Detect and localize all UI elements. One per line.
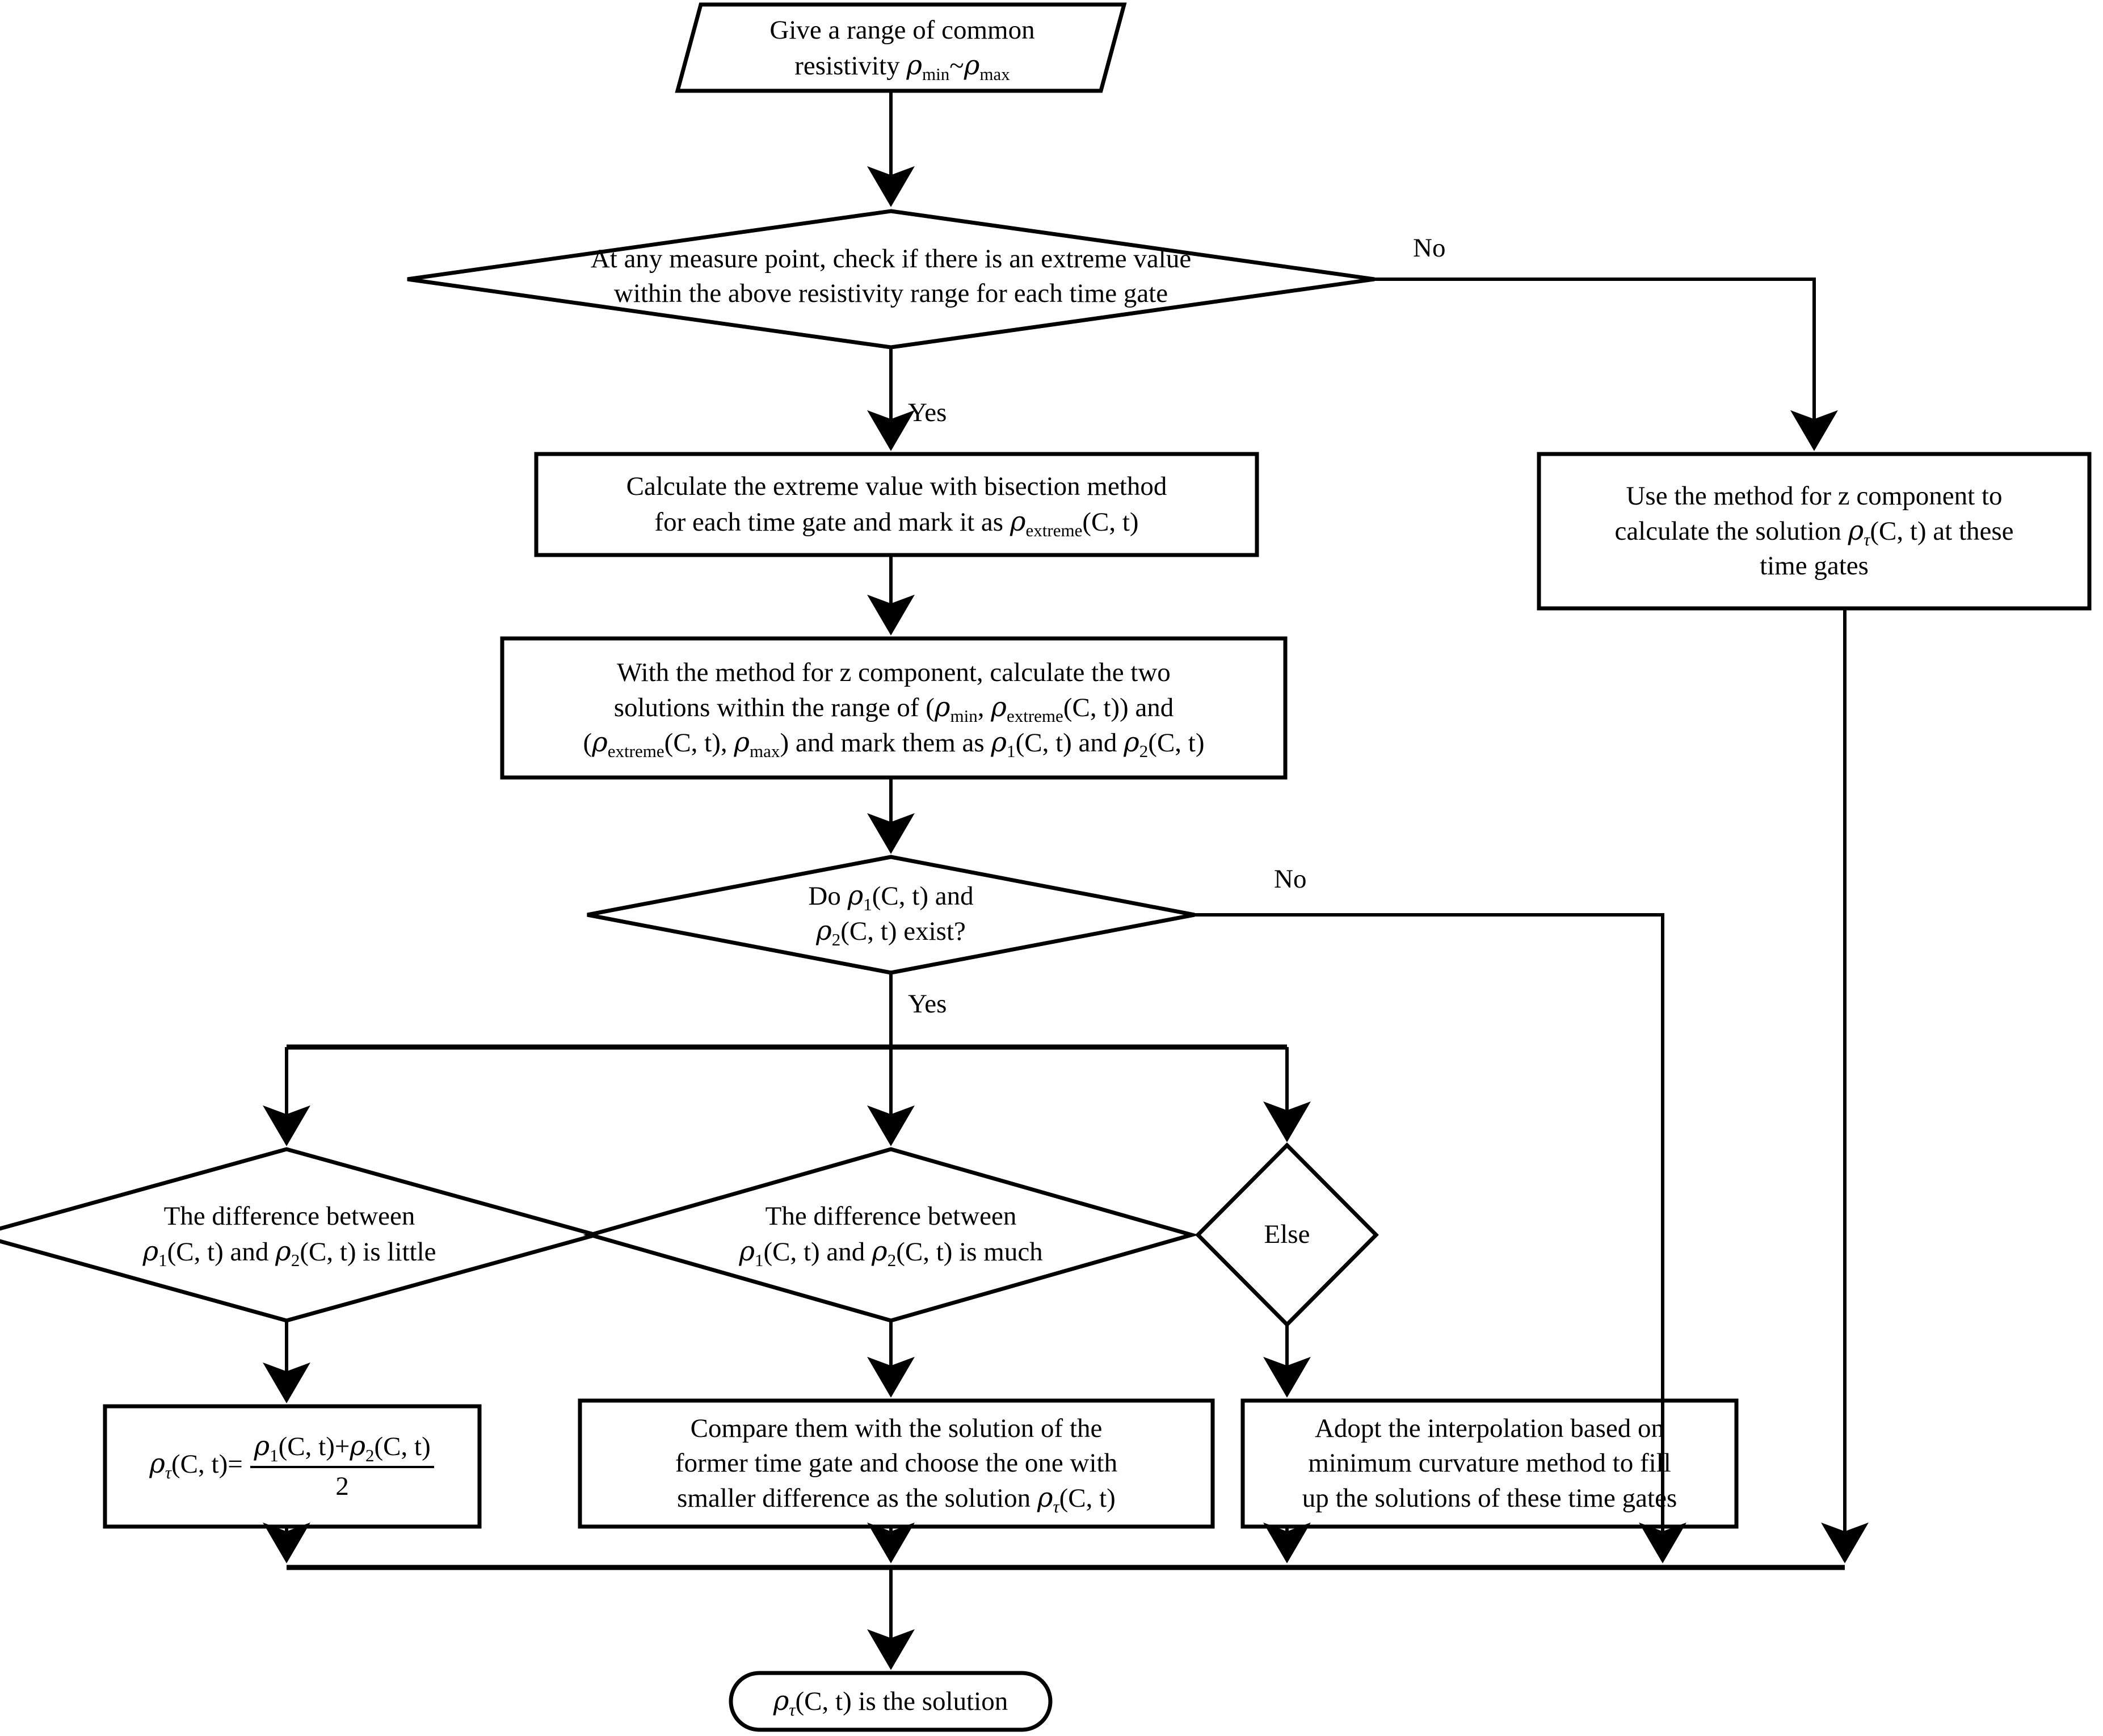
- node-else-shape: [1195, 1142, 1379, 1327]
- node-use-z-method-shape: [1537, 452, 2092, 611]
- node-average-formula-shape: [103, 1404, 482, 1529]
- node-two-solutions-shape: [500, 636, 1288, 780]
- node-calc-extreme-shape: [534, 452, 1259, 557]
- edge-decision-no-to-usez: [1374, 278, 1838, 451]
- node-compare-former-shape: [578, 1398, 1215, 1529]
- edge-decision2-no-to-merge: [1194, 913, 1686, 1563]
- node-diff-much-shape: [583, 1147, 1199, 1323]
- node-decision-extreme-shape: [407, 209, 1375, 350]
- node-diff-little-shape: [0, 1147, 604, 1323]
- node-end-terminal-shape: [729, 1671, 1053, 1732]
- node-start-input-shape: [675, 2, 1127, 93]
- node-interpolation-shape: [1240, 1398, 1739, 1529]
- node-decision-exist-shape: [587, 855, 1195, 975]
